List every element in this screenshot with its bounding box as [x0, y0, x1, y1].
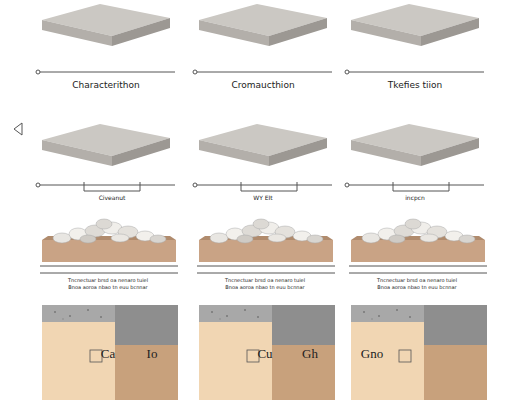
dimension-label: WY EIt — [253, 195, 272, 202]
column-caption: Characterithon — [72, 81, 139, 91]
column-caption: Tkefies tiion — [388, 81, 442, 91]
note-text: Tncnectuar brsd oa nenaro tuiel — [68, 278, 148, 284]
section-mark: Io — [147, 347, 158, 361]
note-text: Bnoa aoroa nbao tn euu bcnnar — [68, 285, 147, 291]
column-caption: Cromaucthion — [231, 81, 294, 91]
section-mark: Cu — [257, 347, 272, 361]
section-mark: Gno — [361, 347, 383, 361]
note-text: Tncnectuar brsd oa nenaro tuiel — [377, 278, 457, 284]
note-text: Bnoa aoroa nbao tn euu bcnnar — [377, 285, 456, 291]
section-mark: Ca — [101, 347, 115, 361]
note-text: Bnoa aoroa nbao tn euu bcnnar — [225, 285, 304, 291]
dimension-label: Civeanut — [99, 195, 126, 202]
dimension-label: incpcn — [405, 195, 425, 202]
note-text: Tncnectuar brsd oa nenaro tuiel — [225, 278, 305, 284]
section-mark: Gh — [302, 347, 318, 361]
